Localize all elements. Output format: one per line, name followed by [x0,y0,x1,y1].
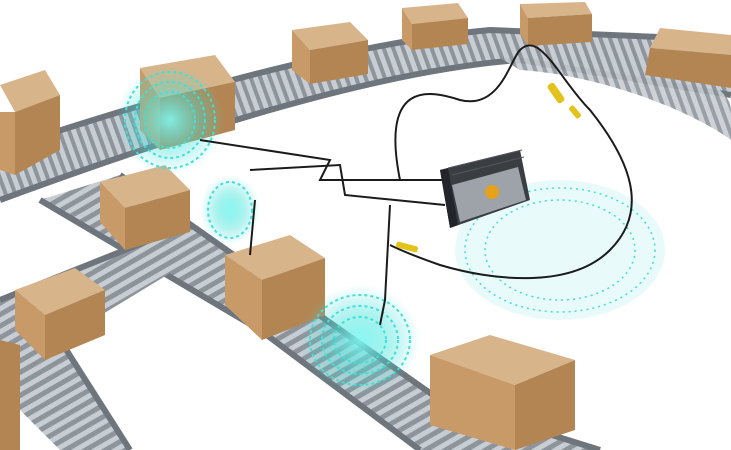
box-9 [15,268,105,360]
rfid-reader [440,149,530,228]
cable-connectors [396,82,581,253]
box-5 [520,2,592,46]
rfid-field-middle [200,175,260,245]
reader-logo-icon [485,185,499,199]
rfid-field-lower [300,285,420,395]
cables [199,44,633,326]
box-3 [292,22,368,84]
box-6 [645,28,731,88]
box-7 [100,165,190,250]
rfid-field-upper-left [115,65,225,175]
box-10 [430,335,575,450]
box-1 [0,70,60,175]
rfid-field-right [455,180,665,320]
box-11 [0,340,20,450]
box-4 [402,3,468,50]
